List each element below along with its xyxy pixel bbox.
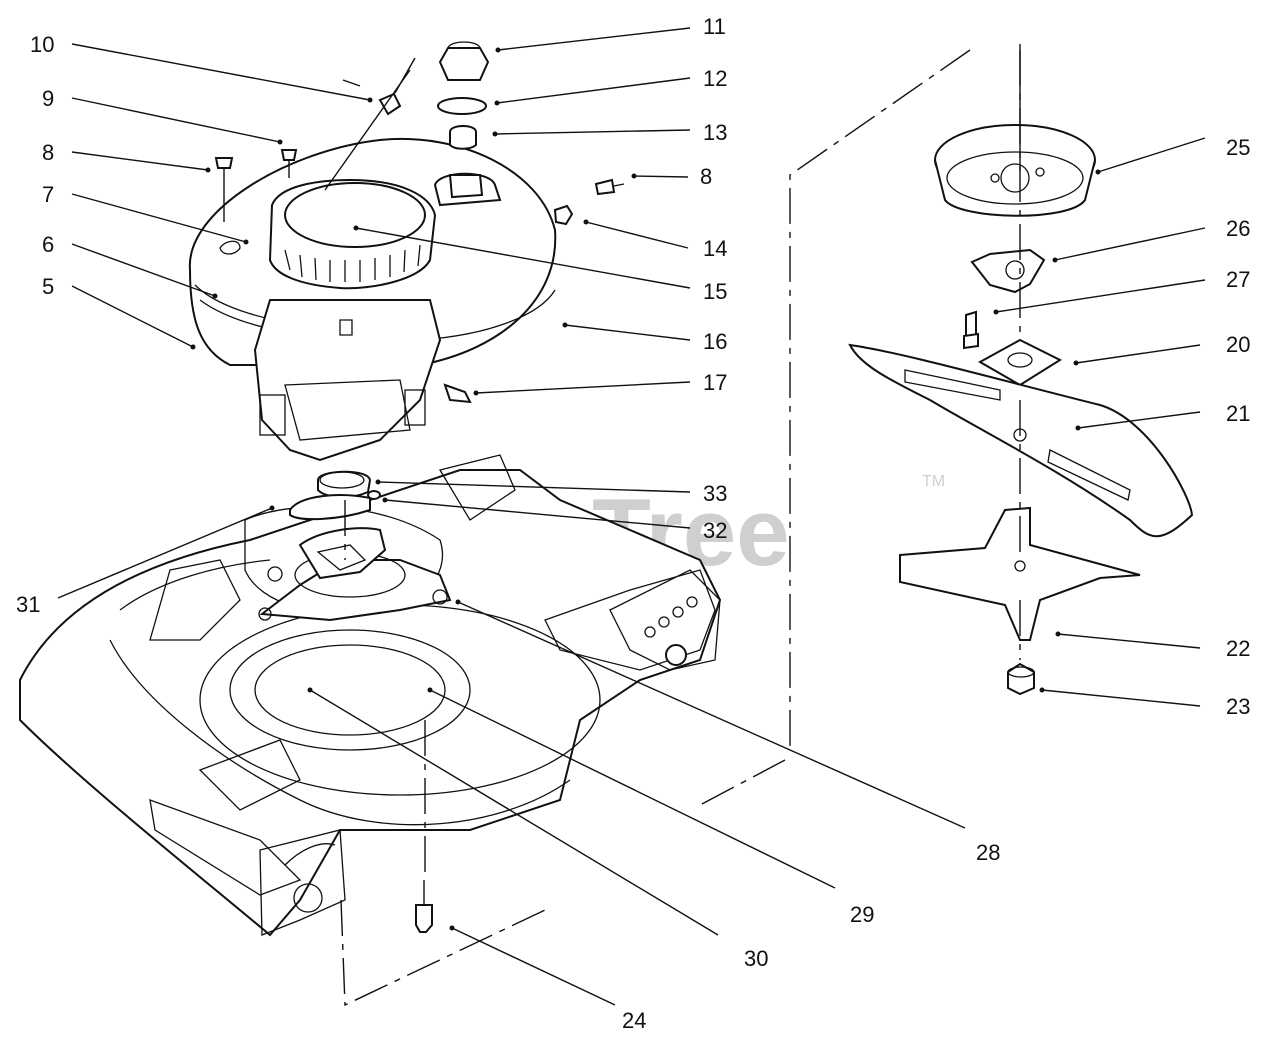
bolt-24	[415, 880, 433, 933]
adapter-plate	[258, 552, 452, 622]
mower-deck	[19, 454, 722, 937]
callout-9: 9	[42, 86, 54, 111]
callout-33: 33	[703, 481, 727, 506]
engine	[188, 138, 557, 498]
blade-assembly	[848, 44, 1194, 696]
callout-7: 7	[42, 182, 54, 207]
callout-29: 29	[850, 902, 874, 927]
callout-26: 26	[1226, 216, 1250, 241]
callout-21: 21	[1226, 401, 1250, 426]
callout-5: 5	[42, 274, 54, 299]
callout-30: 30	[744, 946, 768, 971]
callout-25: 25	[1226, 135, 1250, 160]
callout-31: 31	[16, 592, 40, 617]
callout-15: 15	[703, 279, 727, 304]
callout-17: 17	[703, 370, 727, 395]
callout-10: 10	[30, 32, 54, 57]
callout-22: 22	[1226, 636, 1250, 661]
leader-lines	[57, 27, 1206, 1006]
callout-16: 16	[703, 329, 727, 354]
callout-24: 24	[622, 1008, 646, 1033]
callout-8-right: 8	[700, 164, 712, 189]
callout-14: 14	[703, 236, 727, 261]
center-lines	[340, 49, 1021, 1007]
callout-11: 11	[703, 14, 726, 39]
callout-13: 13	[703, 120, 727, 145]
watermark-trademark: TM	[922, 473, 945, 490]
callout-labels: 10 9 8 7 6 5 11 12 13 8 14 15 16 17 33 3…	[16, 14, 1250, 1033]
callout-6: 6	[42, 232, 54, 257]
gasket-parts	[289, 490, 387, 580]
callout-12: 12	[703, 66, 727, 91]
callout-27: 27	[1226, 267, 1250, 292]
callout-20: 20	[1226, 332, 1250, 357]
callout-32: 32	[703, 518, 727, 543]
callout-28: 28	[976, 840, 1000, 865]
callout-23: 23	[1226, 694, 1250, 719]
small-parts-top	[214, 41, 625, 226]
callout-8-left: 8	[42, 140, 54, 165]
